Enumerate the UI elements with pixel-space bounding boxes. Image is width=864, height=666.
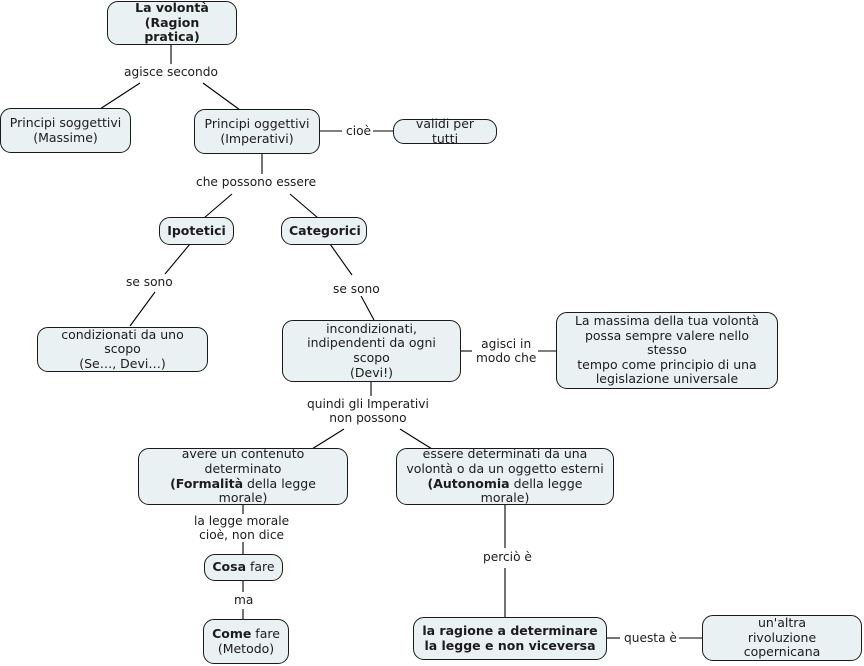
node-condizionati[interactable]: condizionati da uno scopo (Se…, Devi…) xyxy=(37,327,208,372)
node-principi-soggettivi-line1: Principi soggettivi xyxy=(9,114,122,130)
node-come-fare[interactable]: Come fare (Metodo) xyxy=(203,619,289,664)
edge-agisce-to-soggettivi xyxy=(99,82,141,110)
link-label-agisce-secondo: agisce secondo xyxy=(122,65,220,80)
node-categorici[interactable]: Categorici xyxy=(281,217,367,245)
node-la-ragione[interactable]: la ragione a determinare la legge e non … xyxy=(413,617,607,660)
node-la-ragione-line2: la legge e non viceversa xyxy=(424,637,596,653)
node-validi-per-tutti[interactable]: validi per tutti xyxy=(393,115,497,146)
node-condizionati-line2: (Se…, Devi…) xyxy=(79,355,166,371)
node-categorici-label: Categorici xyxy=(289,222,361,238)
link-label-la-legge-line2: cioè, non dice xyxy=(199,528,285,543)
node-formalita-line1: avere un contenuto xyxy=(181,446,305,462)
link-label-percio-e: perciò è xyxy=(481,550,534,565)
node-la-ragione-line1: la ragione a determinare xyxy=(422,622,598,638)
node-come-fare-text: Come fare xyxy=(211,625,281,642)
link-label-che-possono-essere: che possono essere xyxy=(194,175,319,190)
node-condizionati-line1: condizionati da uno scopo xyxy=(61,326,184,357)
node-principi-oggettivi-line1: Principi oggettivi xyxy=(204,115,310,131)
link-label-la-legge-morale: la legge morale cioè, non dice xyxy=(192,514,292,543)
edge-ipotetici-to-sesono-left xyxy=(164,243,191,275)
link-label-agisci-in-modo-che: agisci in modo che xyxy=(474,337,539,366)
link-label-agisci-line1: agisci in xyxy=(481,337,532,351)
node-copernicana-line1: un'altra xyxy=(757,615,807,631)
node-cosa-fare-text: Cosa fare xyxy=(212,559,275,575)
node-autonomia-line3-rest: della legge morale) xyxy=(480,475,583,506)
node-massima-line2: possa sempre valere nello stesso xyxy=(584,327,750,358)
node-come-fare-line2: (Metodo) xyxy=(217,640,275,656)
node-autonomia-line1: essere determinati da una xyxy=(422,446,588,462)
node-principi-soggettivi-line2: (Massime) xyxy=(33,129,98,145)
edge-sesono-right-to-incondizionati xyxy=(359,293,375,321)
link-label-quindi-gli-imperativi: quindi gli Imperativi non possono xyxy=(305,397,431,426)
node-la-volonta[interactable]: La volontà (Ragion pratica) xyxy=(107,1,237,45)
node-massima-line1: La massima della tua volontà xyxy=(574,313,760,329)
node-autonomia-line2: volontà o da un oggetto esterni xyxy=(406,460,604,476)
node-autonomia[interactable]: essere determinati da una volontà o da u… xyxy=(396,446,614,506)
link-label-quindi-line1: quindi gli Imperativi xyxy=(307,397,429,411)
link-label-questa-e: questa è xyxy=(622,631,679,646)
node-formalita[interactable]: avere un contenuto determinato (Formalit… xyxy=(138,446,348,506)
link-label-ma: ma xyxy=(232,593,256,608)
node-massima-universale[interactable]: La massima della tua volontà possa sempr… xyxy=(556,312,778,389)
node-principi-soggettivi[interactable]: Principi soggettivi (Massime) xyxy=(0,108,131,153)
node-autonomia-keyword: (Autonomia xyxy=(427,475,510,491)
node-cosa-keyword: Cosa xyxy=(212,559,247,575)
node-la-volonta-line1: La volontà xyxy=(135,0,209,16)
node-come-rest: fare xyxy=(251,625,280,641)
node-incondizionati-line2: indipendenti da ogni scopo xyxy=(307,335,436,365)
node-principi-oggettivi[interactable]: Principi oggettivi (Imperativi) xyxy=(194,109,320,154)
node-incondizionati-line3: (Devi!) xyxy=(350,364,393,380)
node-incondizionati-line1: incondizionati, xyxy=(326,320,417,336)
link-label-cioe: cioè xyxy=(344,124,374,139)
node-cosa-fare[interactable]: Cosa fare xyxy=(204,554,283,581)
link-label-se-sono-categorici: se sono xyxy=(331,282,382,297)
node-autonomia-line3: (Autonomia della legge morale) xyxy=(404,475,606,506)
node-massima-line3: tempo come principio di una xyxy=(577,356,757,372)
node-come-keyword: Come xyxy=(212,625,252,641)
link-label-se-sono-ipotetici: se sono xyxy=(124,275,175,290)
link-label-quindi-line2: non possono xyxy=(329,411,407,426)
node-copernicana-line2: rivoluzione copernicana xyxy=(743,629,821,660)
node-massima-line4: legislazione universale xyxy=(595,371,739,387)
node-principi-oggettivi-line2: (Imperativi) xyxy=(220,130,294,146)
edge-quindi-to-formalita xyxy=(311,428,345,450)
node-formalita-line3-rest: della legge morale) xyxy=(218,475,316,506)
node-incondizionati[interactable]: incondizionati, indipendenti da ogni sco… xyxy=(282,320,461,382)
node-formalita-line2: determinato xyxy=(204,460,282,476)
node-validi-per-tutti-label: validi per tutti xyxy=(415,115,475,146)
link-label-la-legge-line1: la legge morale xyxy=(194,514,290,528)
edge-categorici-to-sesono-right xyxy=(329,243,353,276)
node-cosa-rest: fare xyxy=(246,559,275,575)
link-label-agisci-line2: modo che xyxy=(476,351,537,366)
node-rivoluzione-copernicana[interactable]: un'altra rivoluzione copernicana xyxy=(702,615,862,661)
node-ipotetici-label: Ipotetici xyxy=(167,222,226,238)
edge-chepossono-to-categorici xyxy=(289,193,319,219)
edge-chepossono-to-ipotetici xyxy=(203,193,233,219)
edge-sesono-left-to-condizionati xyxy=(129,291,156,327)
node-ipotetici[interactable]: Ipotetici xyxy=(159,217,234,245)
node-formalita-keyword: (Formalità xyxy=(170,475,244,491)
node-formalita-line3: (Formalità della legge morale) xyxy=(146,475,340,506)
edge-agisce-to-oggettivi xyxy=(202,82,241,111)
node-la-volonta-line2: (Ragion pratica) xyxy=(144,14,200,45)
